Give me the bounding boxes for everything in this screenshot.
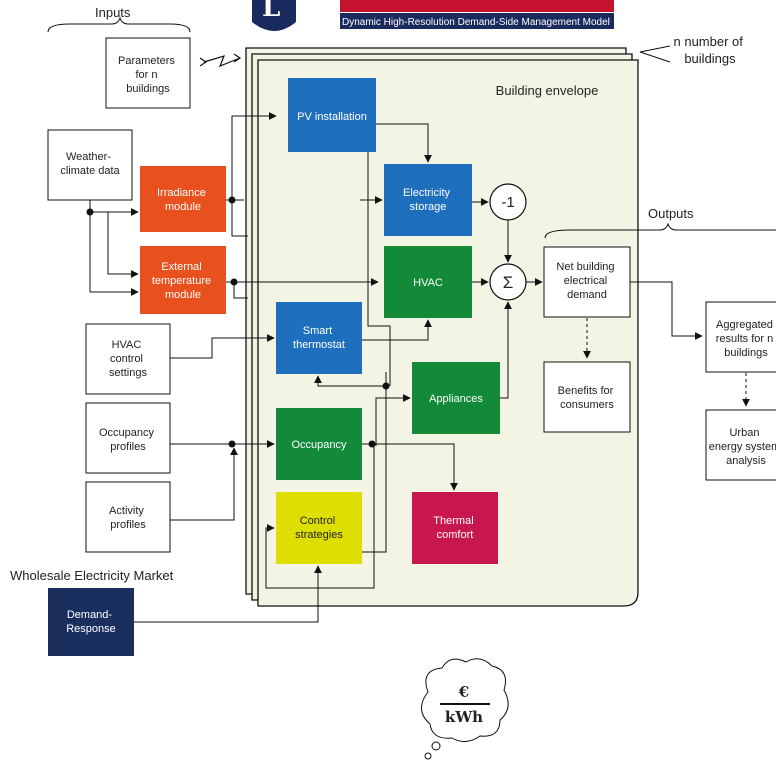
inputs-brace — [47, 16, 191, 33]
demand-response-box — [48, 588, 134, 656]
inputs-label: Inputs — [95, 5, 131, 20]
svg-text:Appliances: Appliances — [429, 393, 483, 405]
svg-text:PV installation: PV installation — [297, 111, 367, 123]
inner-connectors — [134, 123, 543, 623]
occupancy-module — [276, 408, 362, 480]
weather-box — [47, 129, 133, 201]
aggregated-results-box — [705, 301, 776, 373]
svg-text:Demand- Response: Demand- Response — [66, 609, 116, 635]
svg-text:Urban energy system an: Urban energy system analysis — [709, 427, 776, 467]
weather-connectors — [89, 200, 139, 296]
svg-text:Benefits for consumers: Benefits for consumers — [558, 385, 617, 411]
hvac-module — [384, 246, 472, 318]
benefits-box — [543, 361, 631, 433]
outputs-label: Outputs — [648, 206, 694, 221]
svg-text:Activity profiles: Activity profiles — [109, 505, 147, 531]
model-subtitle: Dynamic High-Resolution Demand-Side Mana… — [342, 17, 610, 28]
svg-text:Net building electrical: Net building electrical demand — [556, 261, 617, 301]
svg-text:HVAC control settings: HVAC control settings — [109, 339, 147, 379]
external-temperature-module — [140, 246, 226, 314]
logo: L — [252, 0, 614, 31]
svg-text:External temperature m: External temperature module — [152, 261, 214, 301]
control-strategies — [276, 492, 362, 564]
svg-text:Electricity storage: Electricity storage — [403, 187, 453, 213]
occupancy-profiles-box — [85, 402, 171, 474]
n-buildings-bracket — [639, 45, 671, 63]
svg-text:Smart thermostat: Smart thermostat — [293, 325, 345, 351]
price-cloud — [421, 658, 509, 760]
temperature-connectors — [226, 278, 379, 299]
smart-thermostat — [276, 302, 362, 374]
svg-text:Occupancy: Occupancy — [291, 439, 347, 451]
svg-text:Thermal comfort: Thermal comfort — [433, 515, 476, 541]
thermal-comfort — [412, 492, 498, 564]
price-numerator: € — [458, 683, 469, 701]
svg-text:-1: -1 — [501, 194, 514, 211]
price-denominator: kWh — [445, 708, 483, 726]
svg-text:Control strategies: Control strategies — [295, 515, 343, 541]
svg-text:Occupancy profiles: Occupancy profiles — [99, 427, 157, 453]
svg-text:Σ: Σ — [503, 273, 514, 292]
svg-text:L: L — [262, 0, 280, 23]
svg-text:Aggregated results for n: Aggregated results for n buildings — [716, 319, 776, 359]
irradiance-module — [140, 166, 226, 232]
svg-text:Irradiance module: Irradiance module — [157, 187, 209, 213]
electricity-storage — [384, 164, 472, 236]
wholesale-market-label: Wholesale Electricity Market — [10, 568, 174, 583]
n-buildings-label: n number of buildings — [674, 34, 747, 66]
pv-installation — [288, 78, 376, 152]
outputs-brace — [544, 222, 776, 239]
weather-label: Weather- climate data — [60, 151, 120, 177]
parameters-label: Parameters for n buildings — [118, 55, 178, 95]
activity-profiles-box — [85, 481, 171, 553]
appliances-module — [412, 362, 500, 434]
building-envelope-label: Building envelope — [496, 83, 599, 98]
urban-analysis-box — [705, 409, 776, 481]
hvac-control-settings-box — [85, 323, 171, 395]
parameters-box — [105, 37, 191, 109]
svg-text:HVAC: HVAC — [413, 277, 443, 289]
parameters-zigzag-arrow — [199, 53, 242, 68]
